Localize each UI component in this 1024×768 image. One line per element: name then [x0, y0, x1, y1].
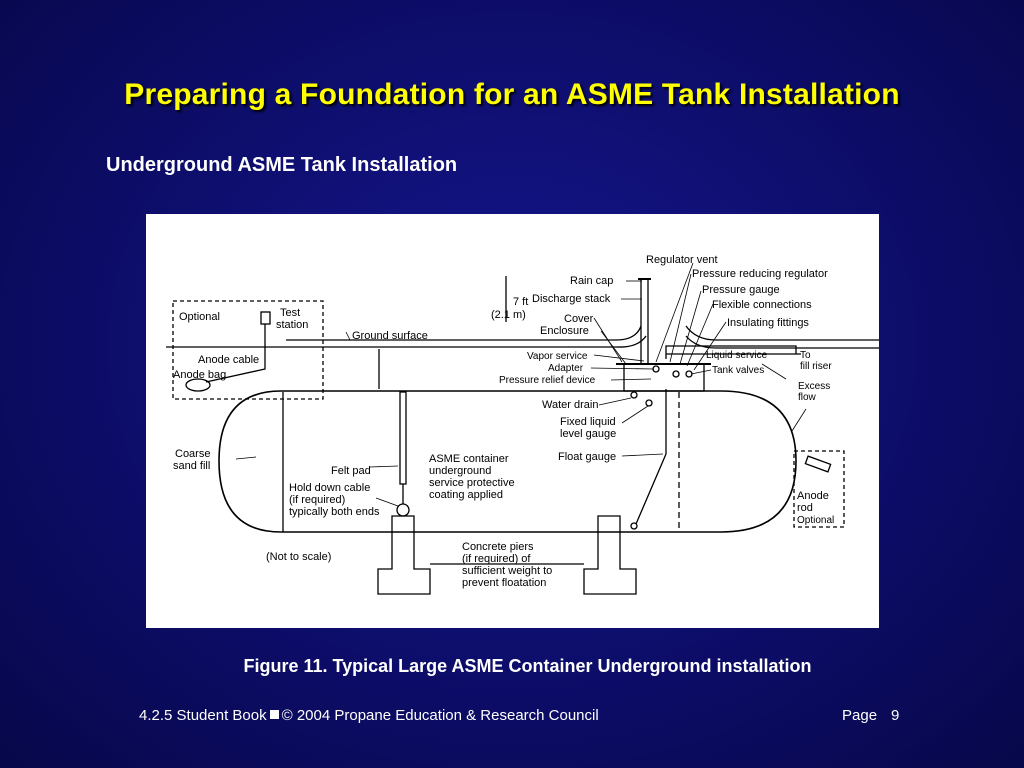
- label-asme-4: coating applied: [429, 489, 503, 501]
- diagram-svg: Optional Test station Anode cable Anode …: [166, 254, 879, 595]
- float-arm: [635, 453, 667, 525]
- label-pressure-reducing: Pressure reducing regulator: [692, 268, 828, 280]
- valve-2: [672, 370, 680, 378]
- label-float-gauge: Float gauge: [558, 451, 616, 463]
- label-to-fill-riser-2: fill riser: [800, 361, 832, 372]
- label-cover: Cover: [564, 313, 594, 325]
- label-felt-pad: Felt pad: [331, 465, 371, 477]
- concrete-pier-left: [377, 515, 431, 595]
- label-liquid-service: Liquid service: [706, 350, 768, 361]
- anode-rod: [804, 455, 832, 473]
- label-discharge-stack: Discharge stack: [532, 293, 611, 305]
- diagram-labels: Optional Test station Anode cable Anode …: [173, 254, 834, 589]
- label-excess-flow-2: flow: [798, 392, 817, 403]
- discharge-stack: [640, 278, 649, 365]
- concrete-pier-right: [583, 515, 637, 595]
- label-hold-down-2: (if required): [289, 494, 345, 506]
- test-station: [260, 311, 271, 325]
- square-bullet-icon: [269, 710, 279, 719]
- label-anode-rod-3: Optional: [797, 515, 834, 526]
- label-test-station-1: Test: [280, 307, 300, 319]
- label-to-fill-riser-1: To: [800, 350, 811, 361]
- tank-installation-diagram: Optional Test station Anode cable Anode …: [146, 214, 879, 628]
- page-indicator: Page 9: [842, 707, 899, 724]
- label-asme-2: underground: [429, 465, 491, 477]
- label-excess-flow-1: Excess: [798, 381, 830, 392]
- anode-cable: [205, 324, 266, 383]
- figure-caption: Figure 11. Typical Large ASME Container …: [243, 656, 812, 676]
- ground-surface-line: [286, 325, 879, 341]
- label-test-station-2: station: [276, 319, 308, 331]
- label-coarse-sand-2: sand fill: [173, 460, 210, 472]
- felt-pad: [399, 391, 407, 485]
- label-coarse-sand-1: Coarse: [175, 448, 210, 460]
- label-tank-valves: Tank valves: [712, 365, 764, 376]
- label-not-to-scale: (Not to scale): [266, 551, 331, 563]
- label-vapor-service: Vapor service: [527, 351, 588, 362]
- label-regulator-vent: Regulator vent: [646, 254, 718, 266]
- label-anode-cable: Anode cable: [198, 354, 259, 366]
- label-pressure-gauge: Pressure gauge: [702, 284, 780, 296]
- footer-book: 4.2.5 Student Book: [139, 707, 267, 724]
- fixed-liquid-gauge: [645, 399, 653, 407]
- liquid-service-pipe: [665, 345, 797, 359]
- page-number: 9: [891, 707, 900, 724]
- label-adapter: Adapter: [548, 363, 584, 374]
- label-fixed-liquid-1: Fixed liquid: [560, 416, 616, 428]
- label-asme-3: service protective: [429, 477, 515, 489]
- label-hold-down-3: typically both ends: [289, 506, 380, 518]
- label-insulating-fittings: Insulating fittings: [727, 317, 809, 329]
- footer: 4.2.5 Student Book © 2004 Propane Educati…: [139, 707, 599, 724]
- anode-bag: [185, 378, 211, 392]
- label-fixed-liquid-2: level gauge: [560, 428, 616, 440]
- label-piers-1: Concrete piers: [462, 541, 534, 553]
- label-anode-rod-1: Anode: [797, 490, 829, 502]
- label-optional-left: Optional: [179, 311, 220, 323]
- label-depth-1: 7 ft: [513, 296, 528, 308]
- footer-copyright: © 2004 Propane Education & Research Coun…: [281, 707, 599, 724]
- hold-down-ring: [396, 503, 410, 517]
- label-piers-2: (if required) of: [462, 553, 531, 565]
- label-pressure-relief: Pressure relief device: [499, 375, 596, 386]
- page-label: Page: [842, 707, 878, 724]
- water-drain: [630, 391, 638, 399]
- optional-box-right: [793, 450, 845, 528]
- slide-title: Preparing a Foundation for an ASME Tank …: [124, 78, 900, 111]
- label-anode-rod-2: rod: [797, 502, 813, 514]
- label-anode-bag: Anode bag: [173, 369, 226, 381]
- label-water-drain: Water drain: [542, 399, 598, 411]
- label-rain-cap: Rain cap: [570, 275, 613, 287]
- enclosure: [623, 363, 705, 392]
- label-depth-2: (2.1 m): [491, 309, 526, 321]
- label-enclosure: Enclosure: [540, 325, 589, 337]
- asme-tank: [218, 390, 797, 533]
- label-asme-1: ASME container: [429, 453, 509, 465]
- slide-subtitle: Underground ASME Tank Installation: [106, 154, 458, 176]
- label-ground-surface: Ground surface: [352, 330, 428, 342]
- float-ball: [630, 522, 638, 530]
- label-hold-down-1: Hold down cable: [289, 482, 370, 494]
- label-flexible-connections: Flexible connections: [712, 299, 812, 311]
- label-piers-4: prevent floatation: [462, 577, 546, 589]
- optional-box-left: [172, 300, 324, 400]
- label-piers-3: sufficient weight to: [462, 565, 552, 577]
